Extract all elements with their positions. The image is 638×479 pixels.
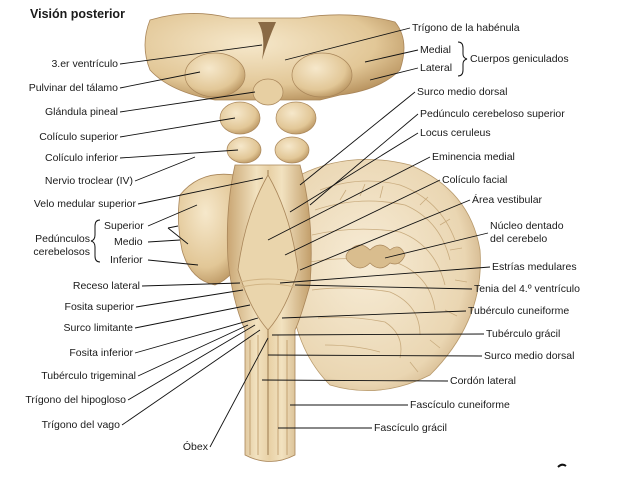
peduncle-fork bbox=[167, 225, 189, 245]
inf-colliculus-right bbox=[274, 136, 310, 164]
third-ventricle-shape bbox=[258, 22, 276, 60]
label-estrias-medulares: Estrías medulares bbox=[492, 261, 577, 273]
cerebellar-folia bbox=[309, 180, 468, 373]
label-trigono-habenula: Trígono de la habénula bbox=[412, 22, 520, 34]
label-trigono-hipogloso: Trígono del hipogloso bbox=[25, 394, 126, 406]
inf-colliculus-left bbox=[226, 136, 262, 164]
medullary-striae bbox=[239, 278, 297, 288]
label-eminencia-medial: Eminencia medial bbox=[432, 151, 515, 163]
pineal-shape bbox=[252, 78, 284, 106]
label-medial: Medial bbox=[420, 44, 451, 56]
label-nucleo-dentado-1: Núcleo dentado bbox=[490, 220, 564, 232]
label-fasciculo-cuneiforme: Fascículo cuneiforme bbox=[410, 399, 510, 411]
label-pedunculos-1: Pedúnculos bbox=[35, 233, 90, 245]
label-fosita-superior: Fosita superior bbox=[65, 301, 135, 313]
label-lateral: Lateral bbox=[420, 62, 452, 74]
label-obex: Óbex bbox=[183, 440, 209, 453]
label-nucleo-dentado-2: del cerebelo bbox=[490, 233, 547, 245]
label-tuberculo-gracil: Tubérculo grácil bbox=[486, 328, 560, 340]
label-pedunculo-cerebeloso-sup: Pedúnculo cerebeloso superior bbox=[420, 108, 565, 120]
label-tuberculo-trigeminal: Tubérculo trigeminal bbox=[41, 370, 136, 382]
label-pedunculos-2: cerebelosos bbox=[33, 246, 90, 258]
label-pulvinar: Pulvinar del tálamo bbox=[29, 82, 118, 94]
label-tercer-ventriculo: 3.er ventrículo bbox=[51, 58, 118, 70]
label-cuerpos-geniculados: Cuerpos geniculados bbox=[470, 53, 569, 65]
label-surco-medio-dorsal-bottom: Surco medio dorsal bbox=[484, 350, 574, 362]
label-coliculo-superior: Colículo superior bbox=[39, 131, 118, 143]
right-labels: Trígono de la habénula Medial Lateral Cu… bbox=[374, 22, 580, 434]
label-cordon-lateral: Cordón lateral bbox=[450, 375, 516, 387]
left-labels: Visión posterior 3.er ventrículo Pulvina… bbox=[25, 7, 208, 453]
bracket-geniculados bbox=[457, 41, 468, 77]
label-tenia: Tenia del 4.º ventrículo bbox=[474, 283, 580, 295]
label-locus-ceruleus: Locus ceruleus bbox=[420, 127, 491, 139]
label-surco-limitante: Surco limitante bbox=[64, 322, 134, 334]
label-surco-medio-dorsal-top: Surco medio dorsal bbox=[417, 86, 507, 98]
label-ped-inferior: Inferior bbox=[110, 254, 143, 266]
label-tuberculo-cuneiforme: Tubérculo cuneiforme bbox=[468, 305, 569, 317]
bracket-pedunculos bbox=[90, 219, 101, 263]
label-coliculo-inferior: Colículo inferior bbox=[45, 152, 118, 164]
label-receso-lateral: Receso lateral bbox=[73, 280, 140, 292]
label-coliculo-facial: Colículo facial bbox=[442, 174, 507, 186]
leader-lines bbox=[119, 27, 491, 448]
sup-colliculus-right bbox=[275, 101, 317, 135]
label-velo-medular: Velo medular superior bbox=[34, 198, 137, 210]
label-area-vestibular: Área vestibular bbox=[472, 193, 543, 206]
label-nervio-troclear: Nervio troclear (IV) bbox=[45, 175, 133, 187]
label-trigono-vago: Trígono del vago bbox=[42, 419, 121, 431]
label-ped-superior: Superior bbox=[104, 220, 144, 232]
sup-colliculus-left bbox=[219, 101, 261, 135]
label-glandula-pineal: Glándula pineal bbox=[45, 106, 118, 118]
pulvinar-left-shape bbox=[184, 52, 246, 98]
dentate-nucleus-shape bbox=[345, 244, 406, 269]
rhomboid-fossa bbox=[237, 174, 299, 331]
pulvinar-right-shape bbox=[291, 52, 353, 98]
diagram-title: Visión posterior bbox=[30, 7, 125, 21]
label-ped-medio: Medio bbox=[114, 236, 143, 248]
label-fasciculo-gracil: Fascículo grácil bbox=[374, 422, 447, 434]
stray-mark bbox=[557, 463, 567, 468]
label-fosita-inferior: Fosita inferior bbox=[69, 347, 133, 359]
